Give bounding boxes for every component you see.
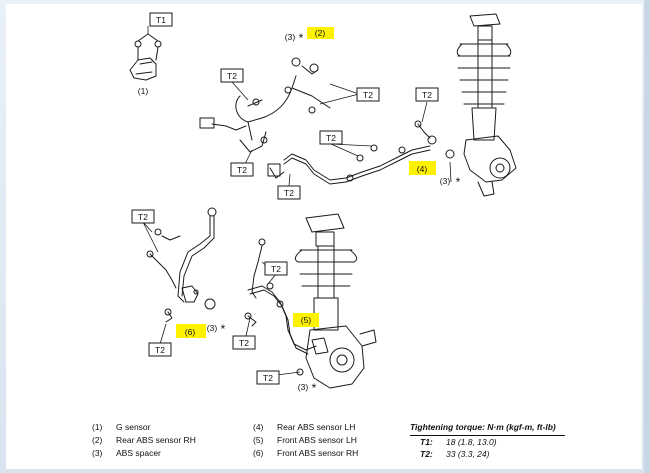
t2-label-a: T2	[227, 71, 237, 81]
t2-label-k: T2	[263, 373, 273, 383]
t2-box-k	[256, 370, 280, 385]
t1-label: T1	[156, 15, 166, 25]
torque-row: T1:18 (1.8, 13.0)	[420, 436, 497, 447]
t1-box	[149, 12, 173, 27]
t2-label-b: T2	[363, 90, 373, 100]
rear-abs-harness	[199, 57, 455, 185]
star-rear-lh: *	[456, 175, 461, 189]
leader-lines	[142, 26, 452, 377]
highlight-rear-rh	[307, 27, 334, 39]
highlights	[176, 27, 436, 338]
tightening-torque-box: Tightening torque: N·m (kgf-m, ft-lb) T1…	[410, 421, 565, 461]
star-rear-rh: *	[299, 31, 304, 45]
callout-2: (2)	[315, 28, 326, 38]
rear-strut	[456, 13, 517, 197]
callout-3-front-rh: (3)	[207, 323, 218, 333]
callout-4: (4)	[417, 164, 428, 174]
highlight-rear-lh	[409, 161, 436, 175]
star-front-rh: *	[221, 322, 226, 336]
front-abs-harness-lh	[244, 238, 329, 376]
star-front-lh: *	[312, 381, 317, 395]
t2-box-a	[220, 68, 244, 83]
t2-box-j	[232, 335, 256, 350]
t2-label-c: T2	[422, 90, 432, 100]
g-sensor-part	[129, 33, 162, 81]
t2-label-d: T2	[326, 133, 336, 143]
legend-item: (5)Front ABS sensor LH	[253, 435, 357, 445]
t2-box-d	[319, 130, 343, 145]
t2-box-c	[415, 87, 439, 102]
torque-title: Tightening torque: N·m (kgf-m, ft-lb)	[410, 421, 565, 436]
t2-label-h: T2	[271, 264, 281, 274]
legend-item: (1)G sensor	[92, 422, 151, 432]
legend-col-2: (4)Rear ABS sensor LH (5)Front ABS senso…	[253, 421, 358, 460]
t2-box-h	[264, 261, 288, 276]
legend-col-1: (1)G sensor (2)Rear ABS sensor RH (3)ABS…	[92, 421, 196, 460]
t2-box-f	[277, 185, 301, 200]
t2-box-b	[356, 87, 380, 102]
callout-3-rear-lh: (3)	[440, 176, 451, 186]
callout-5: (5)	[301, 315, 312, 325]
t2-box-g	[131, 209, 155, 224]
front-abs-harness-rh	[146, 207, 217, 323]
torque-row: T2:33 (3.3, 24)	[420, 449, 490, 459]
front-strut	[294, 213, 377, 389]
callout-3-rear-rh: (3)	[285, 32, 296, 42]
legend-item: (4)Rear ABS sensor LH	[253, 422, 356, 432]
t2-label-f: T2	[284, 188, 294, 198]
t2-box-i	[148, 342, 172, 357]
highlight-front-rh	[176, 324, 206, 338]
highlight-front-lh	[293, 313, 319, 327]
legend-item: (3)ABS spacer	[92, 448, 161, 458]
t2-label-i: T2	[155, 345, 165, 355]
t2-label-j: T2	[239, 338, 249, 348]
legend-item: (2)Rear ABS sensor RH	[92, 435, 196, 445]
t2-label-e: T2	[237, 165, 247, 175]
window-edge	[644, 0, 650, 473]
diagram-canvas	[6, 4, 642, 469]
t2-label-g: T2	[138, 212, 148, 222]
legend-item: (6)Front ABS sensor RH	[253, 448, 359, 458]
torque-boxes	[131, 12, 439, 385]
t2-box-e	[230, 162, 254, 177]
callout-1: (1)	[138, 86, 149, 96]
callout-6: (6)	[185, 327, 196, 337]
callout-3-front-lh: (3)	[298, 382, 309, 392]
